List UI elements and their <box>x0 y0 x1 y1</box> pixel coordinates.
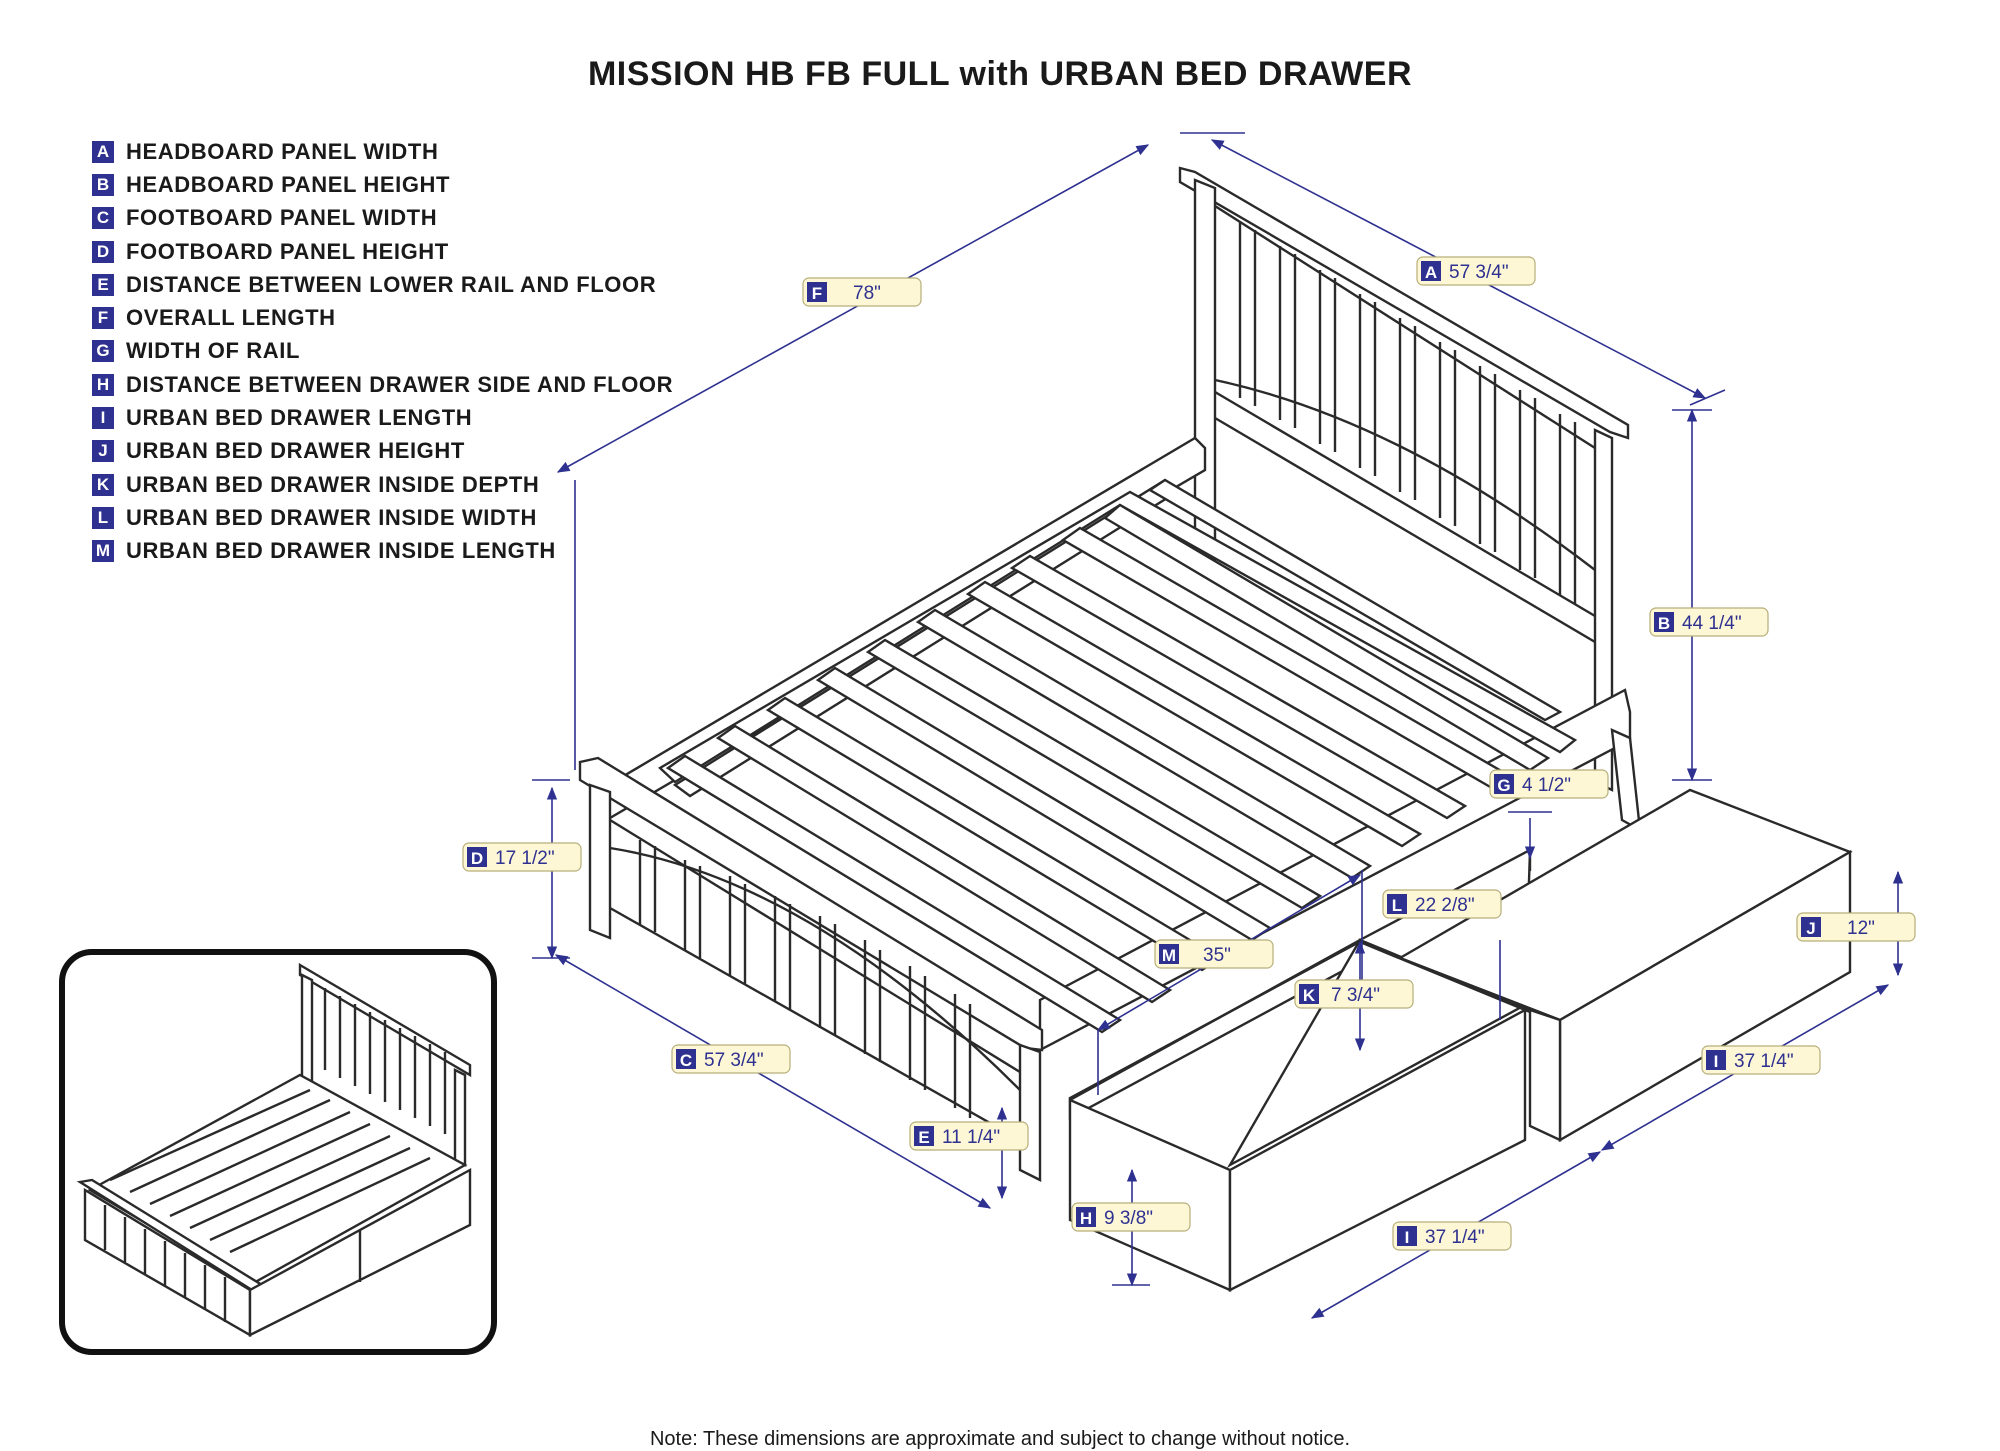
tag-value: 12" <box>1847 918 1875 939</box>
tag-letter: I <box>1714 1052 1719 1071</box>
tag-k: K 7 3/4" <box>1294 979 1414 1009</box>
legend-item-f: F OVERALL LENGTH <box>92 301 673 334</box>
tag-i-front: I 37 1/4" <box>1392 1221 1512 1251</box>
disclaimer-note: Note: These dimensions are approximate a… <box>649 1428 1351 1450</box>
tag-d: D 17 1/2" <box>462 842 582 872</box>
legend-item-k: K URBAN BED DRAWER INSIDE DEPTH <box>92 468 673 501</box>
legend-letter-badge: G <box>92 340 114 363</box>
legend-item-i: I URBAN BED DRAWER LENGTH <box>92 401 673 434</box>
tag-h: H 9 3/8" <box>1071 1202 1191 1232</box>
legend-item-m: M URBAN BED DRAWER INSIDE LENGTH <box>92 535 673 568</box>
legend-text: HEADBOARD PANEL WIDTH <box>126 138 439 164</box>
legend-text: URBAN BED DRAWER INSIDE WIDTH <box>126 504 537 530</box>
tag-letter: G <box>1497 776 1510 795</box>
legend-letter-badge: J <box>92 440 114 463</box>
tag-a: A 57 3/4" <box>1416 256 1536 286</box>
legend-text: URBAN BED DRAWER HEIGHT <box>126 438 465 464</box>
tag-value: 44 1/4" <box>1682 613 1742 634</box>
tag-letter: I <box>1405 1228 1410 1247</box>
legend-text: WIDTH OF RAIL <box>126 338 300 364</box>
inset-thumbnail <box>59 949 497 1355</box>
legend-item-d: D FOOTBOARD PANEL HEIGHT <box>92 235 673 268</box>
legend-letter-badge: C <box>92 207 114 230</box>
tag-value: 35" <box>1203 945 1231 966</box>
tag-letter: E <box>918 1128 929 1147</box>
tag-value: 22 2/8" <box>1415 895 1475 916</box>
legend-text: FOOTBOARD PANEL HEIGHT <box>126 238 449 264</box>
tag-g: G 4 1/2" <box>1489 769 1609 799</box>
legend-item-c: C FOOTBOARD PANEL WIDTH <box>92 202 673 235</box>
inset-headboard-slats <box>323 988 447 1134</box>
tag-value: 7 3/4" <box>1331 985 1380 1006</box>
tag-value: 57 3/4" <box>1449 262 1509 283</box>
legend-letter-badge: B <box>92 173 114 196</box>
page-title: MISSION HB FB FULL with URBAN BED DRAWER <box>587 55 1412 93</box>
tag-b: B 44 1/4" <box>1649 607 1769 637</box>
tag-value: 78" <box>853 283 881 304</box>
legend-text: HEADBOARD PANEL HEIGHT <box>126 171 451 197</box>
tag-letter: D <box>471 849 483 868</box>
legend-letter-badge: I <box>92 407 114 430</box>
tag-j: J 12" <box>1796 912 1916 942</box>
tag-letter: L <box>1392 896 1402 915</box>
tag-letter: A <box>1425 263 1437 282</box>
legend-text: URBAN BED DRAWER LENGTH <box>126 405 473 431</box>
legend-text: OVERALL LENGTH <box>126 305 336 331</box>
legend-letter-badge: A <box>92 140 114 163</box>
legend-letter-badge: E <box>92 273 114 296</box>
tag-i-back: I 37 1/4" <box>1701 1045 1821 1075</box>
legend-item-a: A HEADBOARD PANEL WIDTH <box>92 135 673 168</box>
tag-value: 37 1/4" <box>1734 1051 1794 1072</box>
legend-letter-badge: M <box>92 540 114 563</box>
tag-e: E 11 1/4" <box>909 1121 1029 1151</box>
legend-item-b: B HEADBOARD PANEL HEIGHT <box>92 168 673 201</box>
legend-item-j: J URBAN BED DRAWER HEIGHT <box>92 435 673 468</box>
legend-letter-badge: F <box>92 307 114 330</box>
legend-letter-badge: H <box>92 373 114 396</box>
legend-letter-badge: K <box>92 473 114 496</box>
tag-value: 4 1/2" <box>1522 775 1571 796</box>
tag-f: F 78" <box>802 277 922 307</box>
inset-bed-slats <box>109 1088 431 1254</box>
tag-letter: B <box>1658 614 1670 633</box>
tag-value: 17 1/2" <box>495 848 555 869</box>
legend-text: URBAN BED DRAWER INSIDE DEPTH <box>126 471 540 497</box>
tag-value: 11 1/4" <box>942 1127 1000 1148</box>
legend-letter-badge: L <box>92 506 114 529</box>
tag-letter: C <box>680 1051 692 1070</box>
legend-item-l: L URBAN BED DRAWER INSIDE WIDTH <box>92 501 673 534</box>
tag-letter: F <box>812 284 822 303</box>
tag-l: L 22 2/8" <box>1382 889 1502 919</box>
tag-letter: K <box>1303 986 1316 1005</box>
tag-letter: M <box>1162 946 1176 965</box>
tag-value: 37 1/4" <box>1425 1227 1485 1248</box>
tag-value: 9 3/8" <box>1104 1208 1153 1229</box>
tag-letter: H <box>1080 1209 1092 1228</box>
legend-text: URBAN BED DRAWER INSIDE LENGTH <box>126 538 556 564</box>
legend-letter-badge: D <box>92 240 114 263</box>
tag-value: 57 3/4" <box>704 1050 764 1071</box>
tag-letter: J <box>1806 919 1815 938</box>
tag-c: C 57 3/4" <box>671 1044 791 1074</box>
legend-text: FOOTBOARD PANEL WIDTH <box>126 205 438 231</box>
inset-footboard-slats <box>103 1205 227 1322</box>
legend-item-g: G WIDTH OF RAIL <box>92 335 673 368</box>
tag-m: M 35" <box>1154 939 1274 969</box>
